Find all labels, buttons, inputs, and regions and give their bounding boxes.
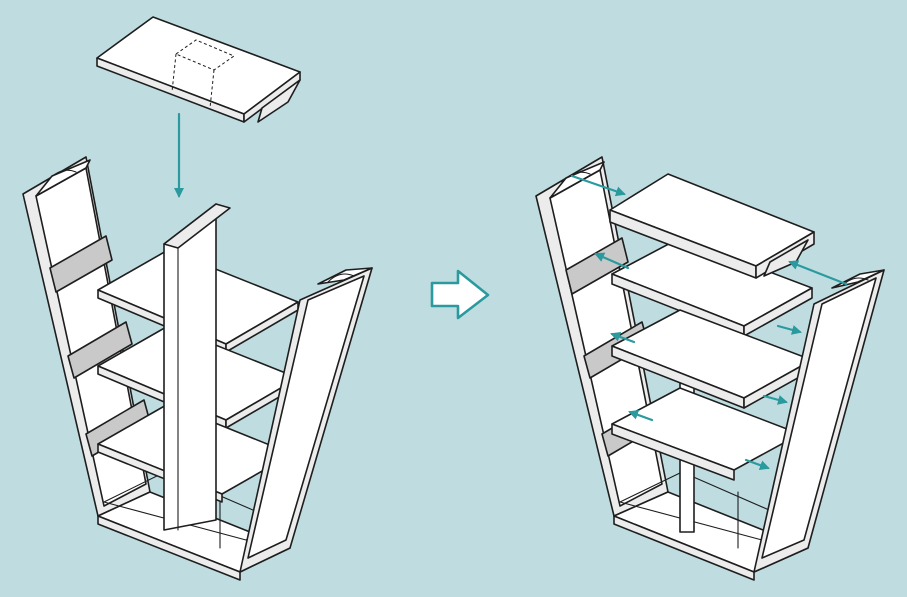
arrow-right-3 <box>762 394 788 405</box>
arrow-right-2 <box>776 324 802 335</box>
assembled-shelves <box>611 237 813 481</box>
center-divider <box>163 203 231 531</box>
arrow-right-4 <box>744 458 770 470</box>
top-panel <box>96 16 301 123</box>
assembled-top-panel <box>609 173 815 279</box>
step-2-assembled-shelf <box>535 156 885 581</box>
expand-arrows <box>570 174 848 470</box>
assembled-right-panel <box>753 269 885 573</box>
arrow-top-left <box>570 174 626 197</box>
right-side-panel <box>239 267 373 573</box>
next-step-arrow-icon <box>430 269 490 320</box>
arrow-left-3 <box>610 332 636 344</box>
arrow-left-4 <box>628 410 654 422</box>
arrow-left-2 <box>594 252 630 270</box>
arrow-top-right <box>788 260 848 286</box>
step-1-unfolded-shelf <box>22 16 373 581</box>
